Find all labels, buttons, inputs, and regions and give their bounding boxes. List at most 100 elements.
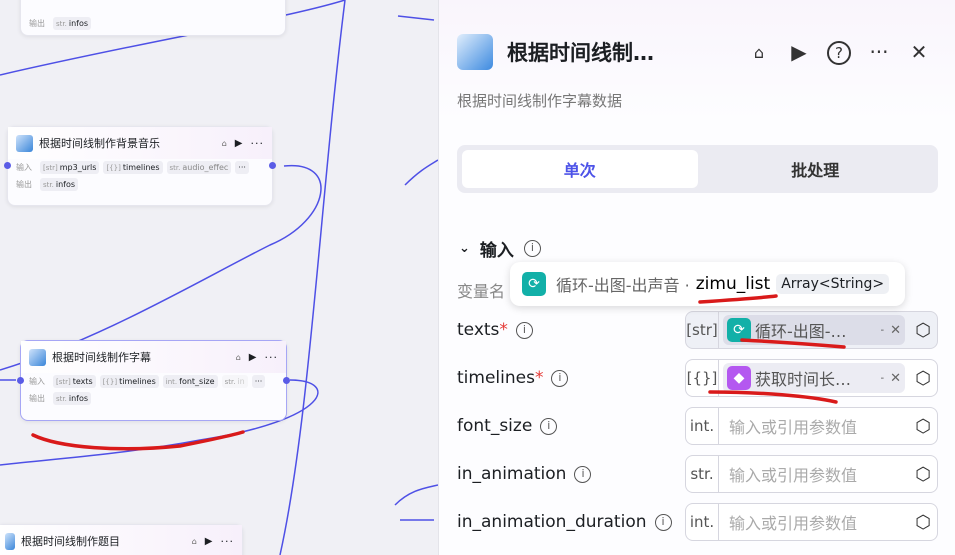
in-animation-input[interactable]: str. 输入或引用参数值 ⬡ [685, 455, 938, 493]
run-node-button[interactable]: ▶ [234, 137, 243, 149]
more-inputs-icon[interactable]: ··· [251, 375, 266, 388]
info-icon: i [654, 513, 672, 531]
store-icon: ⌂ [235, 352, 241, 362]
node-title: 根据时间线制作字幕 [52, 351, 151, 364]
input-tag: [str]mp3_urls [40, 161, 100, 174]
type-badge: str. [686, 456, 719, 492]
placeholder: 输入或引用参数值 [729, 466, 858, 485]
cube-icon: ◆ [727, 366, 751, 390]
plugin-icon [16, 134, 33, 152]
run-node-button[interactable]: ▶ [248, 351, 257, 363]
variable-ref-icon[interactable]: ⬡ [915, 319, 931, 341]
run-node-button[interactable]: ▶ [204, 535, 213, 547]
clear-icon[interactable]: ✕ [890, 370, 901, 386]
param-name: font_size [457, 416, 533, 436]
type-badge: [{}] [686, 360, 719, 396]
workflow-node-question[interactable]: 根据时间线制作题目 ⌂ ▶ ··· [0, 524, 243, 555]
input-port[interactable] [4, 162, 11, 169]
workflow-node[interactable]: 输出 str.infos [20, 0, 286, 36]
connection-wires [0, 0, 438, 555]
output-port[interactable] [269, 162, 276, 169]
variable-ref-icon[interactable]: ⬡ [915, 415, 931, 437]
placeholder: 输入或引用参数值 [729, 514, 858, 533]
variable-ref-icon[interactable]: ⬡ [915, 511, 931, 533]
store-icon: ⌂ [191, 536, 197, 546]
plugin-icon [29, 348, 46, 366]
tooltip-variable: zimu_list [695, 274, 771, 294]
type-badge: [str] [686, 312, 719, 348]
tab-single[interactable]: 单次 [462, 150, 698, 188]
inputs-label: 输入 [29, 377, 45, 386]
output-tag: str.infos [53, 392, 92, 405]
param-row-in-animation-duration: in_animation_duration i int. 输入或引用参数值 ⬡ [457, 502, 938, 542]
tooltip-type: Array<String> [776, 274, 890, 294]
input-tag: str.in [221, 375, 248, 388]
input-tag: [str]texts [53, 375, 96, 388]
store-icon: ⌂ [221, 138, 227, 148]
param-name: timelines [457, 368, 535, 388]
reference-chip[interactable]: ⟳循环-出图-…-✕ [723, 315, 905, 345]
type-badge: int. [686, 504, 719, 540]
variable-ref-icon[interactable]: ⬡ [915, 367, 931, 389]
more-inputs-icon[interactable]: ··· [235, 161, 249, 174]
more-icon[interactable]: ··· [264, 350, 278, 364]
more-icon[interactable]: ··· [220, 534, 234, 548]
variable-name-header: 变量名 [457, 282, 506, 301]
plugin-icon [5, 532, 15, 550]
param-name: in_animation_duration [457, 512, 647, 532]
clear-icon[interactable]: ✕ [890, 322, 901, 338]
type-badge: int. [686, 408, 719, 444]
store-icon[interactable]: ⌂ [753, 42, 765, 62]
reference-chip[interactable]: ◆获取时间长…-✕ [723, 363, 905, 393]
node-title: 根据时间线制作背景音乐 [39, 137, 160, 150]
input-tag: [{}]timelines [103, 161, 163, 174]
help-icon[interactable]: ? [819, 39, 859, 65]
more-icon[interactable]: ··· [869, 40, 889, 64]
outputs-label: 输出 [29, 19, 45, 28]
placeholder: 输入或引用参数值 [729, 418, 858, 437]
loop-icon: ⟳ [522, 272, 546, 296]
param-row-in-animation: in_animation i str. 输入或引用参数值 ⬡ [457, 454, 938, 494]
texts-input[interactable]: [str] ⟳循环-出图-…-✕ ⬡ [685, 311, 938, 349]
close-icon[interactable]: ✕ [910, 40, 928, 64]
param-row-texts: texts*i [str] ⟳循环-出图-…-✕ ⬡ [457, 310, 938, 350]
run-button[interactable]: ▶ [791, 40, 807, 64]
workflow-canvas[interactable]: 输出 str.infos 根据时间线制作背景音乐 ⌂ ▶ ··· 输入 [str]mp3… [0, 0, 438, 555]
output-tag: str.infos [53, 17, 92, 30]
workflow-node-subtitles[interactable]: 根据时间线制作字幕 ⌂ ▶ ··· 输入 [str]texts [{}]timelin… [17, 340, 290, 421]
output-port[interactable] [283, 377, 290, 384]
info-icon: i [523, 240, 541, 257]
chevron-down-icon: ⌄ [459, 241, 470, 256]
timelines-input[interactable]: [{}] ◆获取时间长…-✕ ⬡ [685, 359, 938, 397]
tooltip-source: 循环-出图-出声音 · [556, 276, 690, 295]
reference-tooltip: ⟳ 循环-出图-出声音 · zimu_list Array<String> [510, 262, 905, 306]
panel-description: 根据时间线制作字幕数据 [457, 92, 623, 110]
input-tag: int.font_size [162, 375, 218, 388]
info-icon: i [574, 465, 592, 483]
inputs-section-header[interactable]: ⌄ 输入 i [459, 236, 541, 261]
run-mode-tabs: 单次 批处理 [457, 145, 938, 193]
node-title: 根据时间线制作题目 [21, 535, 120, 548]
in-animation-duration-input[interactable]: int. 输入或引用参数值 ⬡ [685, 503, 938, 541]
section-title: 输入 [479, 241, 514, 261]
param-row-timelines: timelines*i [{}] ◆获取时间长…-✕ ⬡ [457, 358, 938, 398]
workflow-node-background-music[interactable]: 根据时间线制作背景音乐 ⌂ ▶ ··· 输入 [str]mp3_urls [{}]ti… [4, 126, 276, 206]
param-row-font-size: font_size i int. 输入或引用参数值 ⬡ [457, 406, 938, 446]
loop-icon: ⟳ [727, 318, 751, 342]
plugin-icon [457, 34, 493, 70]
input-tag: [{}]timelines [99, 375, 159, 388]
outputs-label: 输出 [29, 394, 45, 403]
tab-batch[interactable]: 批处理 [791, 161, 840, 180]
output-tag: str.infos [40, 178, 79, 191]
input-port[interactable] [17, 377, 24, 384]
font-size-input[interactable]: int. 输入或引用参数值 ⬡ [685, 407, 938, 445]
param-name: in_animation [457, 464, 567, 484]
variable-ref-icon[interactable]: ⬡ [915, 463, 931, 485]
outputs-label: 输出 [16, 180, 32, 189]
info-icon: i [540, 417, 558, 435]
more-icon[interactable]: ··· [250, 136, 264, 150]
info-icon: i [515, 321, 533, 339]
inputs-label: 输入 [16, 163, 32, 172]
param-name: texts [457, 320, 500, 340]
info-icon: i [551, 369, 569, 387]
